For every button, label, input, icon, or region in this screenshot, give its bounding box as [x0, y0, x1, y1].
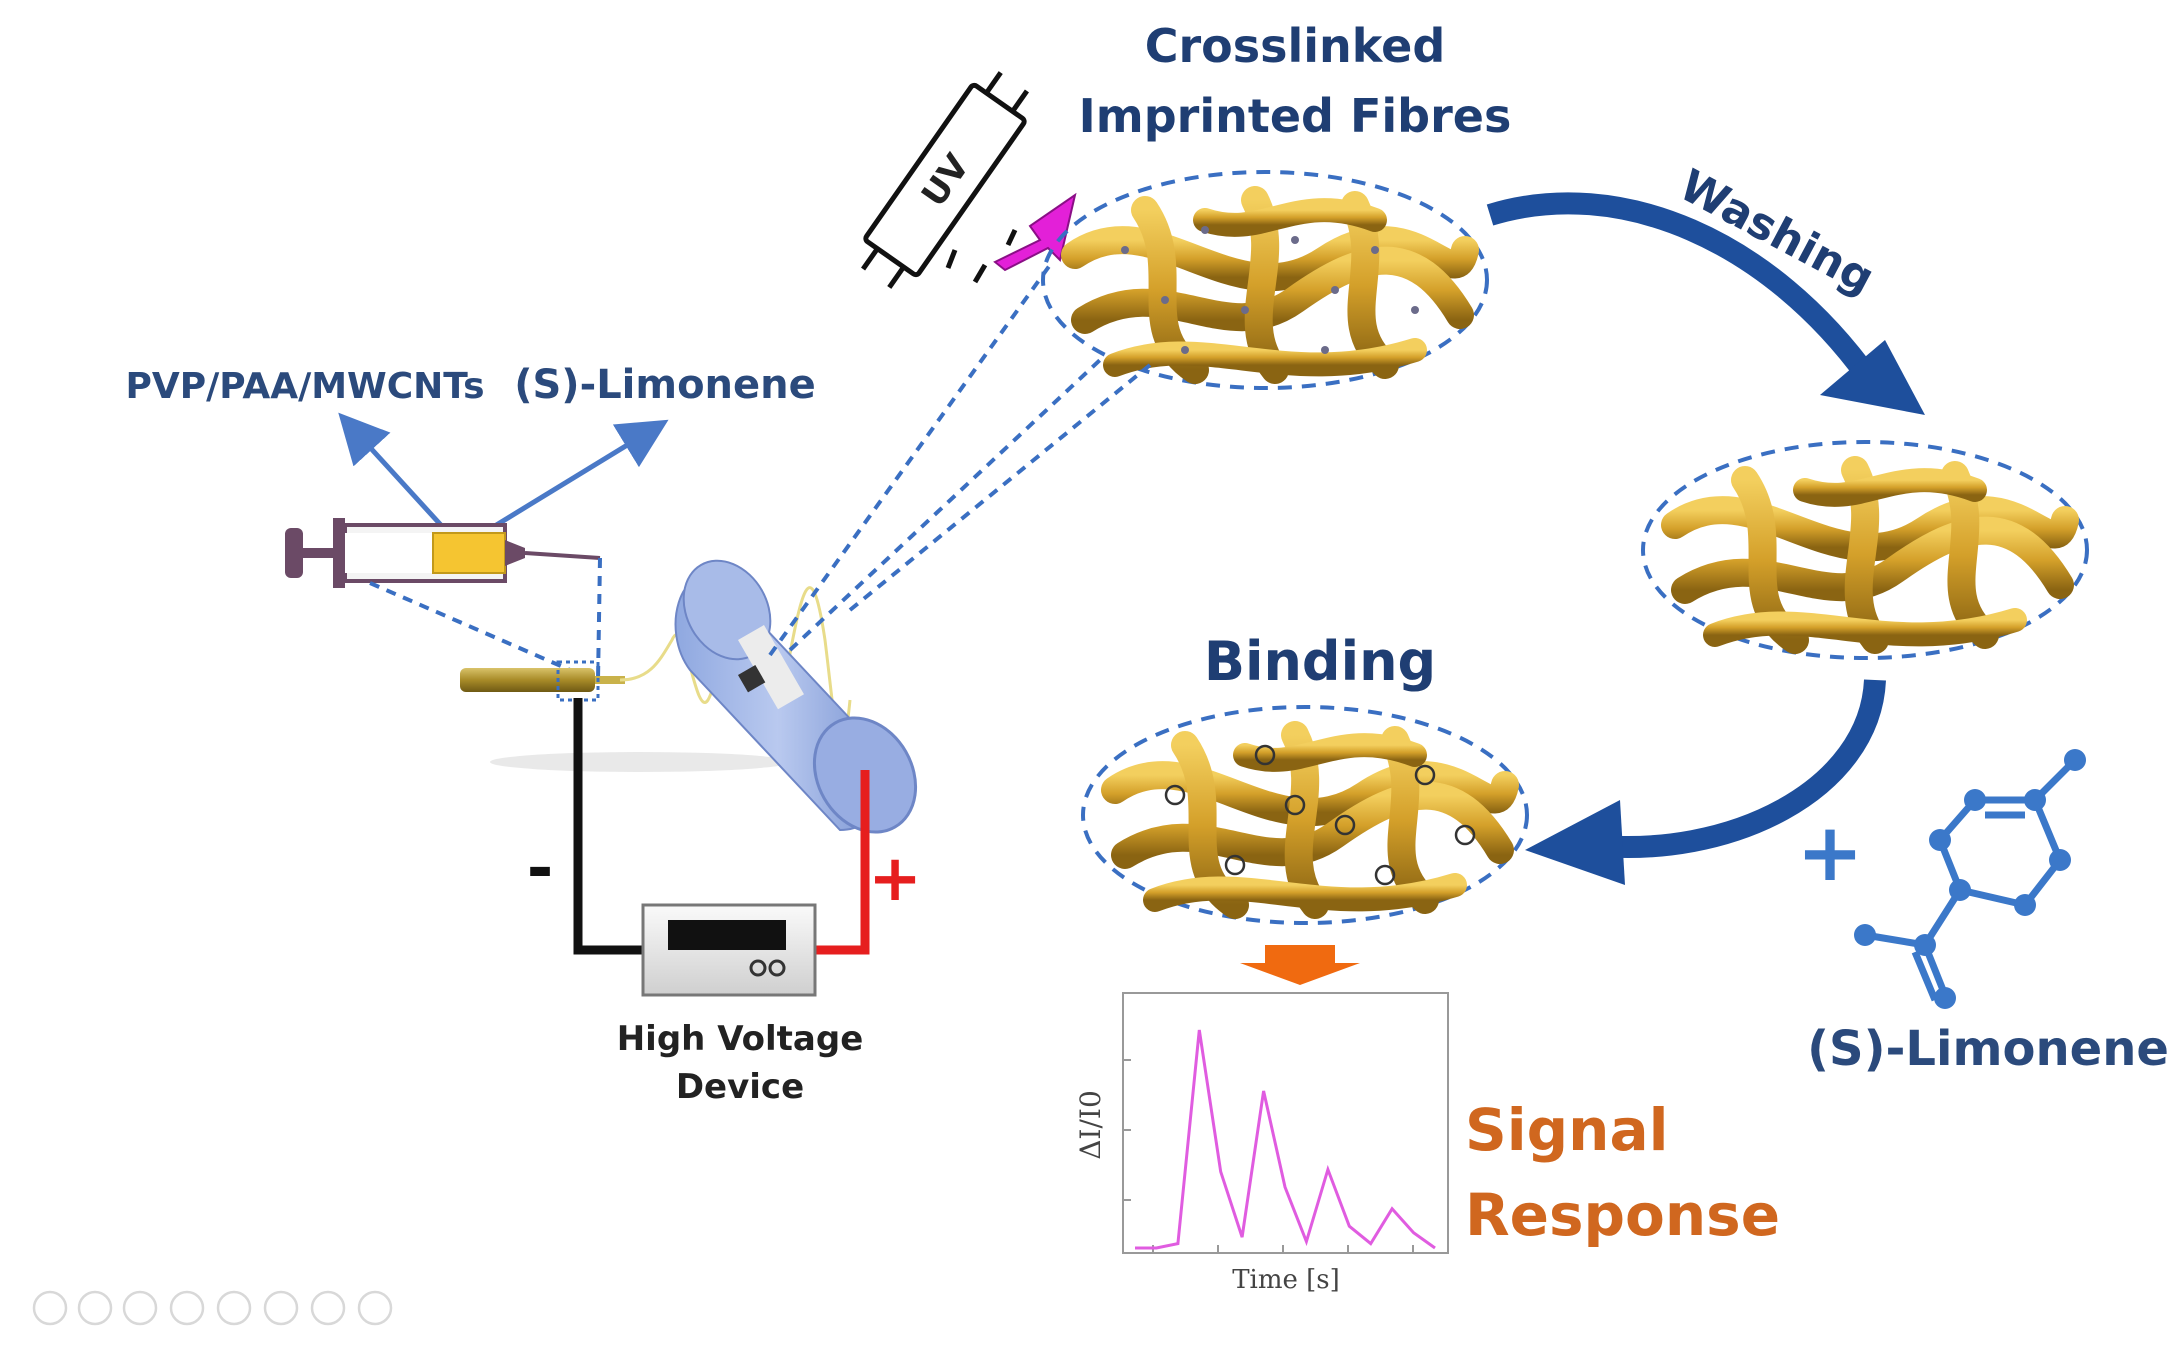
uv-lamp-icon: UV	[861, 71, 1029, 289]
washing-arrow-head	[1820, 340, 1925, 415]
limonene-bottom-label: (S)-Limonene	[1807, 1021, 2169, 1077]
syringe-icon	[285, 518, 602, 681]
binding-fibres-ellipse	[1081, 705, 1529, 925]
binding-label: Binding	[1204, 630, 1436, 693]
limonene-top-label: (S)-Limonene	[514, 362, 816, 408]
plot-frame	[1122, 992, 1449, 1254]
needle-icon	[460, 660, 625, 702]
plot-ylabel: ΔI/I0	[1074, 1090, 1107, 1160]
title-crosslinked: Crosslinked	[1145, 19, 1446, 73]
wire-negative	[573, 698, 643, 955]
crosslinked-fibres	[1075, 200, 1465, 370]
limonene-atoms	[1854, 749, 2086, 1009]
washed-fibres-ellipse	[1641, 440, 2089, 660]
zoom-line-top	[768, 263, 1052, 657]
plot-xlabel: Time [s]	[1232, 1265, 1340, 1295]
crosslinked-fibres-ellipse	[1041, 170, 1489, 390]
uv-arrow	[993, 192, 1077, 272]
minus-sign: -	[527, 832, 554, 906]
plus-reagent-sign: +	[1796, 806, 1863, 899]
signal-trace	[1135, 1029, 1436, 1250]
binding-fibres	[1115, 735, 1505, 905]
high-voltage-device-icon	[641, 903, 817, 997]
syringe-needle-guide	[369, 581, 571, 672]
binding-arrow-head	[1525, 800, 1625, 885]
solution-pointer	[338, 412, 452, 537]
plot-ticks	[1123, 1059, 1414, 1253]
washed-fibres	[1675, 470, 2065, 640]
wire-positive	[815, 770, 870, 955]
slideshow-controls-icon	[32, 1290, 393, 1326]
shadow	[490, 752, 790, 772]
binding-arrow-shaft	[1588, 679, 1886, 859]
zoom-line-bottom	[848, 363, 1152, 612]
device-label-line1: High Voltage	[617, 1019, 864, 1059]
washing-arrow-shaft	[1486, 192, 1879, 387]
plus-sign: +	[868, 842, 922, 916]
zoom-line-mid	[788, 358, 1102, 652]
limonene-pointer	[478, 419, 669, 538]
signal-plot: Time [s] ΔI/I0	[1074, 992, 1449, 1295]
signal-down-arrow	[1240, 945, 1360, 985]
title-imprinted-fibres: Imprinted Fibres	[1079, 89, 1512, 143]
signal-label: Signal	[1465, 1096, 1668, 1164]
device-label-line2: Device	[676, 1067, 804, 1107]
uv-rays	[945, 228, 1018, 284]
collector-drum-icon	[674, 559, 918, 834]
solution-label: PVP/PAA/MWCNTs	[125, 366, 484, 407]
response-label: Response	[1465, 1181, 1780, 1249]
